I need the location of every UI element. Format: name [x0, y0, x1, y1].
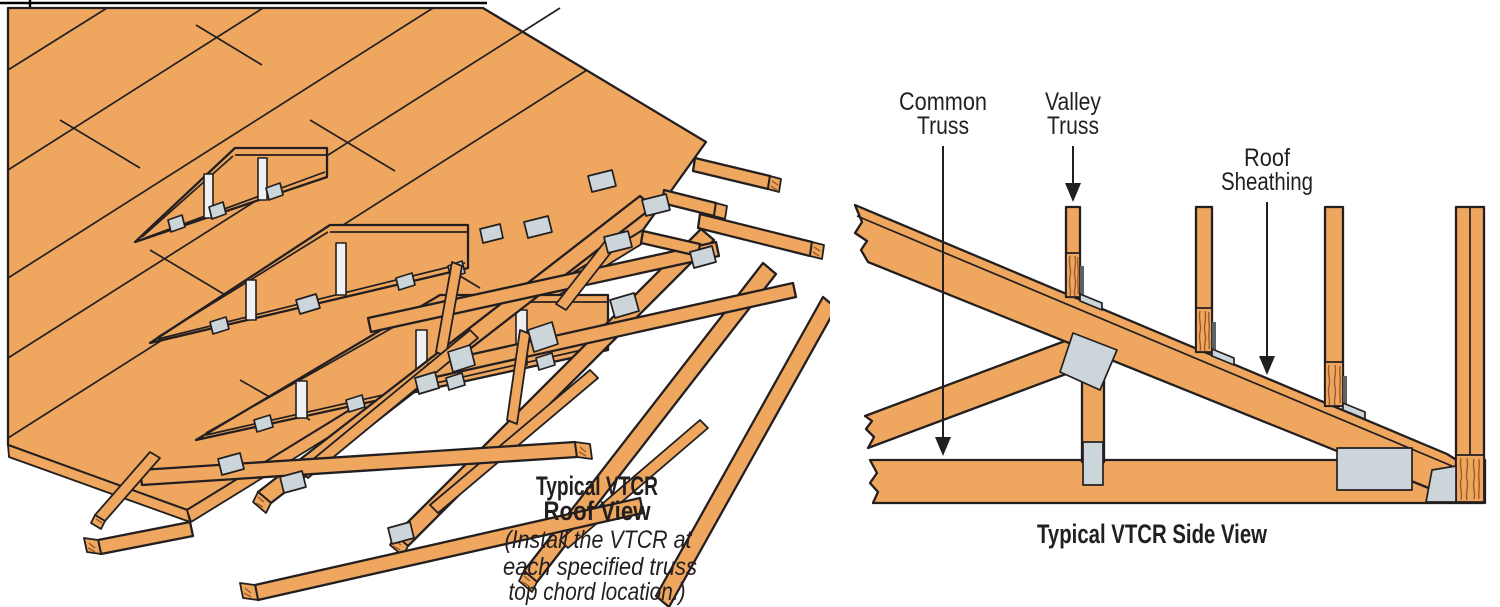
roof-sheathing-arrow [1259, 202, 1275, 375]
valley-truss-stud [245, 279, 257, 321]
common-truss-framing [83, 156, 830, 607]
side-view-caption: Typical VTCR Side View [1037, 519, 1268, 549]
vtcr-clip [167, 214, 186, 233]
roof-view-caption-note-line1: (Install the VTCR at [505, 526, 693, 554]
common-truss-label-line1: Common [899, 88, 987, 116]
valley-truss-small [133, 146, 329, 244]
valley-truss-label-line1: Valley [1045, 88, 1101, 116]
truss-web [429, 369, 599, 514]
heel-plate [1336, 447, 1413, 491]
vtcr-clip [209, 316, 230, 335]
valley-truss-stud [203, 173, 214, 219]
valley-truss-stud-1 [1064, 205, 1103, 311]
web-plate [1082, 441, 1104, 486]
roof-view-diagram: Typical VTCR Roof View (Install the VTCR… [0, 0, 830, 607]
vtcr-clip [208, 201, 227, 220]
roof-view-caption: Typical VTCR Roof View (Install the VTCR… [503, 471, 697, 606]
vtcr-clip [445, 372, 466, 391]
roof-view-caption-note-line3: top chord location.) [509, 578, 686, 606]
vtcr-clip-flange [1080, 266, 1084, 300]
side-view-diagram: Common Truss Valley Truss Roof Sheathing… [853, 88, 1487, 549]
valley-truss-label: Valley Truss [1045, 88, 1101, 140]
roof-sheathing-label-line2: Sheathing [1221, 168, 1313, 196]
purlin [83, 440, 645, 602]
vtcr-clip [345, 394, 366, 413]
roof-view-caption-title-line2: Roof View [544, 496, 652, 526]
roof-sheathing-label-line1: Roof [1244, 144, 1290, 172]
rafter-tail [90, 451, 161, 530]
gusset-plates [217, 169, 717, 545]
vtcr-clip [1425, 465, 1457, 503]
valley-truss-label-line2: Truss [1047, 112, 1099, 140]
vtcr-clip [1211, 348, 1235, 366]
common-truss-label: Common Truss [899, 88, 987, 140]
gusset-plate [1059, 332, 1118, 391]
roof-sheathing-label: Roof Sheathing [1221, 144, 1313, 196]
valley-truss-arrow [1065, 146, 1081, 202]
valley-truss-stud-4 [1425, 205, 1486, 504]
vtcr-clip [1079, 293, 1103, 311]
vtcr-clip-flange [1212, 322, 1216, 355]
vtcr-clip [253, 414, 274, 433]
vtcr-clip [535, 352, 556, 371]
vtcr-clip [395, 272, 416, 291]
vtcr-clip [265, 182, 284, 201]
vtcr-clip-flange [1343, 376, 1347, 409]
valley-truss-stud-2 [1194, 205, 1235, 366]
valley-truss-stud [257, 157, 268, 201]
common-truss-arrow [935, 146, 951, 456]
common-truss-label-line2: Truss [917, 112, 969, 140]
roof-view-caption-note-line2: each specified truss [503, 553, 697, 581]
valley-truss-stud-3 [1323, 205, 1366, 420]
roof-sheathing-layer [856, 215, 1453, 467]
truss-web [506, 329, 531, 425]
roof-view-caption-title-line1: Typical VTCR [536, 471, 658, 501]
truss-top-chord [654, 295, 830, 607]
vtcr-clip [1342, 402, 1366, 420]
valley-truss-stud [295, 380, 308, 419]
valley-truss-stud [335, 242, 347, 296]
